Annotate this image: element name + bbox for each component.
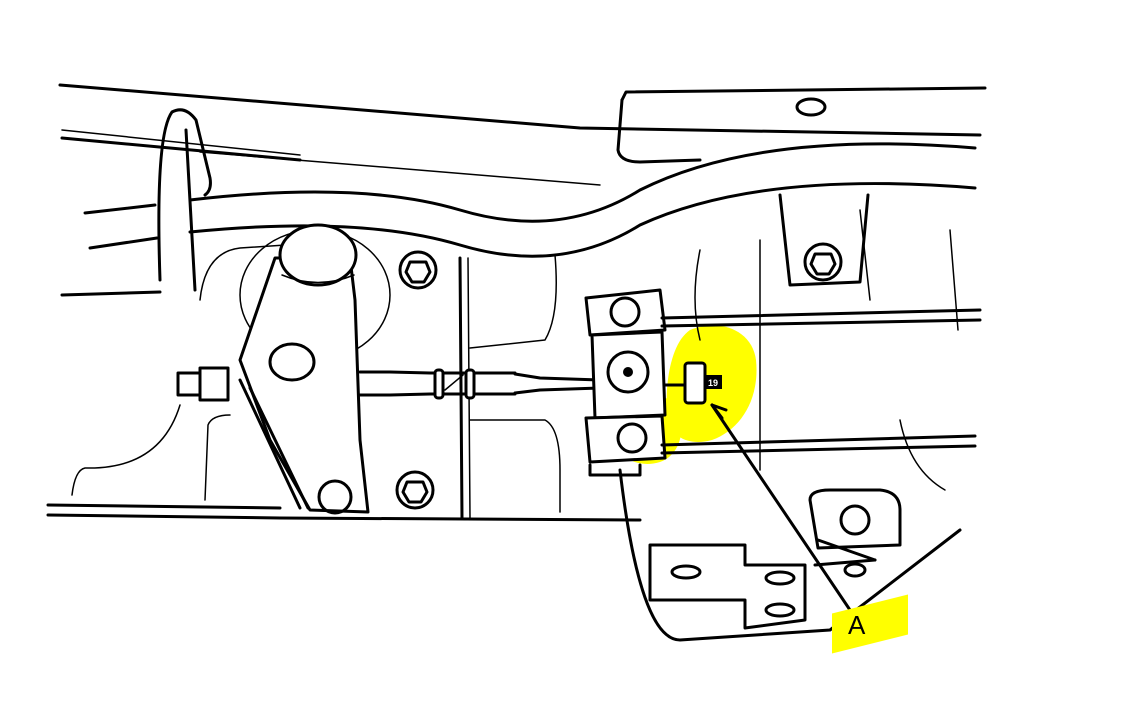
floor-panel bbox=[199, 209, 959, 520]
lower-flange-left bbox=[46, 404, 642, 522]
callout-leader bbox=[710, 403, 877, 612]
frame-rails-top bbox=[58, 83, 982, 186]
adjusting-nut: 19 bbox=[663, 361, 722, 405]
stabilizer-link bbox=[60, 108, 212, 297]
brake-cable-rod bbox=[176, 366, 602, 402]
rear-cables bbox=[660, 308, 982, 455]
callout-label-a: A bbox=[848, 610, 866, 640]
svg-text:19: 19 bbox=[708, 378, 718, 388]
lever-bracket bbox=[238, 223, 391, 515]
lower-mount-bracket bbox=[618, 468, 962, 642]
hex-bolt bbox=[395, 470, 435, 510]
hex-bolt bbox=[398, 250, 438, 290]
equalizer-bracket bbox=[584, 288, 667, 477]
hex-bolt bbox=[778, 193, 870, 287]
crossmember-bracket bbox=[188, 86, 987, 258]
